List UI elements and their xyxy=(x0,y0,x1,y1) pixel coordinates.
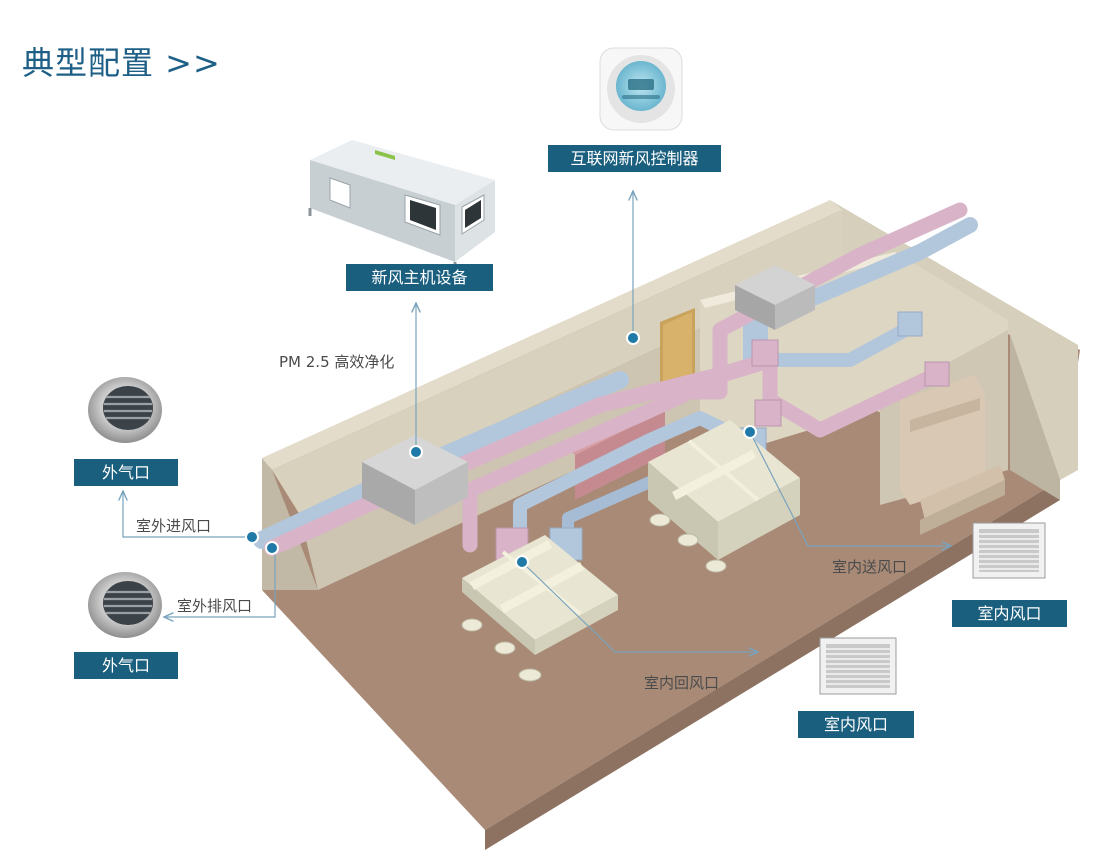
grille-icon-bottom xyxy=(819,637,897,695)
indoor-return-note: 室内回风口 xyxy=(644,674,720,692)
secondary-hvac-unit xyxy=(735,265,815,330)
hvac-unit-icon xyxy=(308,140,495,270)
vent-cap-icon-top xyxy=(88,377,162,443)
stools xyxy=(461,513,727,682)
indoor-vent-tag-bottom: 室内风口 xyxy=(798,711,914,738)
grille-icon-right xyxy=(972,522,1046,579)
outdoor-exhaust-note: 室外排风口 xyxy=(177,597,253,615)
vent-cap-icon-bottom xyxy=(88,572,162,638)
page-title: 典型配置 >> xyxy=(22,44,221,82)
outdoor-intake-note: 室外进风口 xyxy=(136,517,212,535)
indoor-vent-tag-right: 室内风口 xyxy=(952,600,1067,627)
outdoor-vent-tag-top: 外气口 xyxy=(74,459,178,486)
desk-cluster-front xyxy=(462,535,618,655)
main-hvac-unit xyxy=(362,435,468,525)
outdoor-vent-tag-bottom: 外气口 xyxy=(74,652,178,679)
controller-tag: 互联网新风控制器 xyxy=(548,145,721,172)
callout-dots xyxy=(245,331,757,569)
storage-boxes xyxy=(900,375,1005,535)
desk-cluster-back xyxy=(648,420,800,560)
callout-lines xyxy=(123,192,950,652)
pm25-note: PM 2.5 高效净化 xyxy=(279,353,395,371)
main-unit-tag: 新风主机设备 xyxy=(346,264,493,291)
thermostat-icon xyxy=(599,47,683,131)
indoor-supply-note: 室内送风口 xyxy=(832,558,908,576)
